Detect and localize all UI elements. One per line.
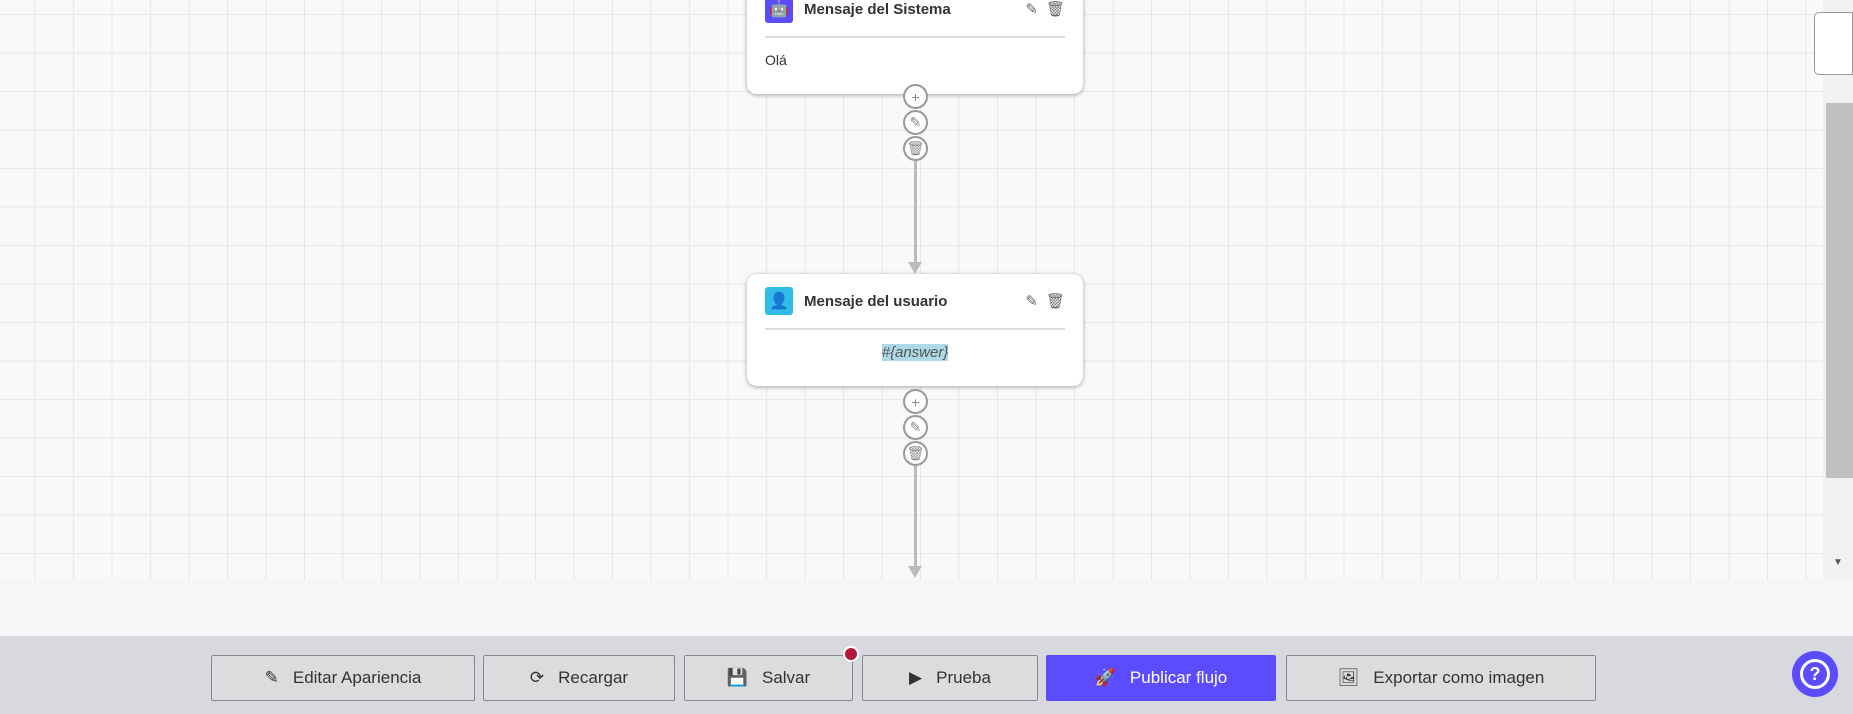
scrollbar-thumb[interactable] <box>1826 103 1853 478</box>
button-label: Publicar flujo <box>1129 668 1228 687</box>
question-icon: ? <box>1800 659 1830 689</box>
side-panel-toggle[interactable] <box>1814 12 1853 75</box>
edit-connection-icon[interactable]: ✎ <box>903 415 928 440</box>
node-title: Mensaje del usuario <box>804 292 948 310</box>
refresh-icon: ⟳ <box>529 668 545 687</box>
rocket-icon: 🚀 <box>1094 668 1116 687</box>
pencil-icon[interactable]: ✎ <box>1025 1 1038 18</box>
trash-icon[interactable]: 🗑 <box>1045 293 1065 310</box>
connector-line <box>914 466 917 566</box>
node-title: Mensaje del Sistema <box>804 0 951 18</box>
reload-button[interactable]: ⟳ Recargar <box>483 655 675 701</box>
delete-connection-icon[interactable]: 🗑 <box>903 136 928 161</box>
save-button[interactable]: 💾 Salvar <box>684 655 853 701</box>
edit-icon: ✎ <box>264 668 279 687</box>
image-icon: 🖼 <box>1337 668 1360 687</box>
user-icon: 👤 <box>765 287 793 315</box>
pencil-icon[interactable]: ✎ <box>1025 293 1038 310</box>
edit-connection-icon[interactable]: ✎ <box>903 110 928 135</box>
help-button[interactable]: ? <box>1792 651 1838 697</box>
node-body: Olá <box>765 52 787 68</box>
flow-canvas[interactable]: 🤖 Mensaje del Sistema ✎🗑 Olá + ✎ 🗑 👤 Men… <box>0 0 1823 580</box>
arrow-icon <box>908 566 922 578</box>
export-image-button[interactable]: 🖼 Exportar como imagen <box>1286 655 1596 701</box>
node-system-message[interactable]: 🤖 Mensaje del Sistema ✎ 🗑 Olá <box>747 0 1083 94</box>
delete-connection-icon[interactable]: 🗑 <box>903 441 928 466</box>
node-body: #{answer} <box>881 344 949 361</box>
button-label: Salvar <box>761 668 811 687</box>
arrow-icon <box>908 262 922 274</box>
button-label: Editar Apariencia <box>292 668 422 687</box>
publish-button[interactable]: 🚀 Publicar flujo <box>1046 655 1276 701</box>
test-button[interactable]: ▶ Prueba <box>862 655 1038 701</box>
play-icon: ▶ <box>909 668 923 687</box>
floppy-icon: 💾 <box>726 668 748 687</box>
button-label: Prueba <box>936 668 991 687</box>
add-node-icon[interactable]: + <box>903 389 928 414</box>
connector-line <box>914 161 917 263</box>
edit-appearance-button[interactable]: ✎ Editar Apariencia <box>211 655 475 701</box>
unsaved-indicator <box>843 646 859 662</box>
scroll-down-icon[interactable]: ▼ <box>1833 557 1843 568</box>
node-user-message[interactable]: 👤 Mensaje del usuario ✎ 🗑 #{answer} <box>747 274 1083 386</box>
button-label: Recargar <box>558 668 629 687</box>
add-node-icon[interactable]: + <box>903 84 928 109</box>
button-label: Exportar como imagen <box>1373 668 1545 687</box>
trash-icon[interactable]: 🗑 <box>1045 1 1065 18</box>
robot-icon: 🤖 <box>765 0 793 23</box>
